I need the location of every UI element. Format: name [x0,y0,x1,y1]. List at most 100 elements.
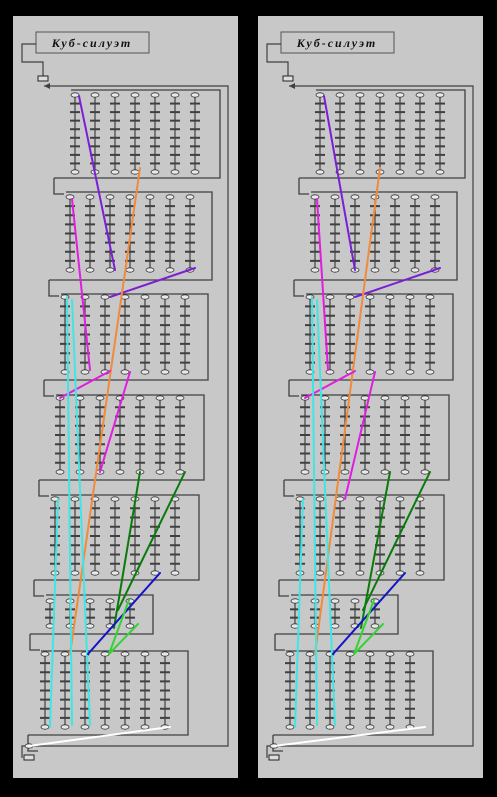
node-top [150,496,160,502]
lightgreen-link [108,599,130,655]
node-bottom [70,570,80,576]
node-bottom [410,267,420,273]
node-top [410,194,420,200]
node-top [350,194,360,200]
cyan-link [311,296,318,726]
node-top [385,651,395,657]
node-top [420,395,430,401]
node-bottom [285,724,295,730]
node-top [345,294,355,300]
block-frame [30,594,154,635]
magenta-link [71,198,91,371]
node-bottom [370,267,380,273]
violet-link [323,95,356,271]
node-top [185,194,195,200]
node-top [365,651,375,657]
node-top [130,92,140,98]
node-top [160,651,170,657]
node-bottom [385,724,395,730]
node-bottom [315,169,325,175]
white-link [273,726,426,747]
node-bottom [420,469,430,475]
node-bottom [165,267,175,273]
entry-node [37,75,49,82]
node-top [70,496,80,502]
node-top [335,92,345,98]
node-top [435,92,445,98]
node-bottom [355,570,365,576]
orange-link [314,167,381,655]
node-bottom [105,267,115,273]
exit-node [23,754,35,761]
violet-link [109,267,196,298]
node-top [325,294,335,300]
node-bottom [385,369,395,375]
node-bottom [110,169,120,175]
lightgreen-link [353,599,375,655]
white-link [28,726,171,747]
node-bottom [395,169,405,175]
node-bottom [380,469,390,475]
node-bottom [370,623,380,629]
node-bottom [85,623,95,629]
block-frame-link [48,280,59,297]
node-top [365,294,375,300]
node-top [330,598,340,604]
node-top [345,651,355,657]
node-top [140,651,150,657]
ladder-block [38,394,205,497]
block-frame-link [278,580,289,597]
node-bottom [130,169,140,175]
block-frame [39,394,205,481]
node-top [285,651,295,657]
node-top [170,92,180,98]
entry-node [282,75,294,82]
block-frame-link [274,634,285,651]
darkgreen-link [117,471,186,611]
block-frame-link [38,480,49,497]
darkgreen-link [113,471,141,629]
block-frame-link [33,580,44,597]
node-bottom [435,169,445,175]
node-top [375,496,385,502]
node-bottom [140,724,150,730]
node-bottom [145,267,155,273]
node-top [90,92,100,98]
node-top [70,92,80,98]
ladder-block [43,293,209,397]
node-top [430,194,440,200]
block-frame-link [27,735,38,752]
node-bottom [310,267,320,273]
connector [266,43,289,77]
ladder-block [278,494,445,597]
cyan-link [66,296,73,726]
node-bottom [80,369,90,375]
node-bottom [365,724,375,730]
lightgreen-link [108,623,139,655]
violet-link [354,267,441,298]
node-top [165,194,175,200]
node-top [425,294,435,300]
node-top [135,395,145,401]
block-frame [54,89,221,179]
panel: Куб-силуэт [258,16,483,778]
node-bottom [315,570,325,576]
node-top [175,395,185,401]
node-bottom [180,369,190,375]
node-bottom [110,570,120,576]
node-top [40,651,50,657]
block-frame [279,494,445,581]
return-loop [277,85,474,747]
node-top [305,651,315,657]
node-top [390,194,400,200]
node-bottom [355,169,365,175]
block-frame [284,394,450,481]
node-top [150,92,160,98]
block-frame [44,293,209,381]
node-top [415,92,425,98]
node-bottom [115,469,125,475]
block-frame-link [298,178,309,195]
node-bottom [60,724,70,730]
node-bottom [120,724,130,730]
